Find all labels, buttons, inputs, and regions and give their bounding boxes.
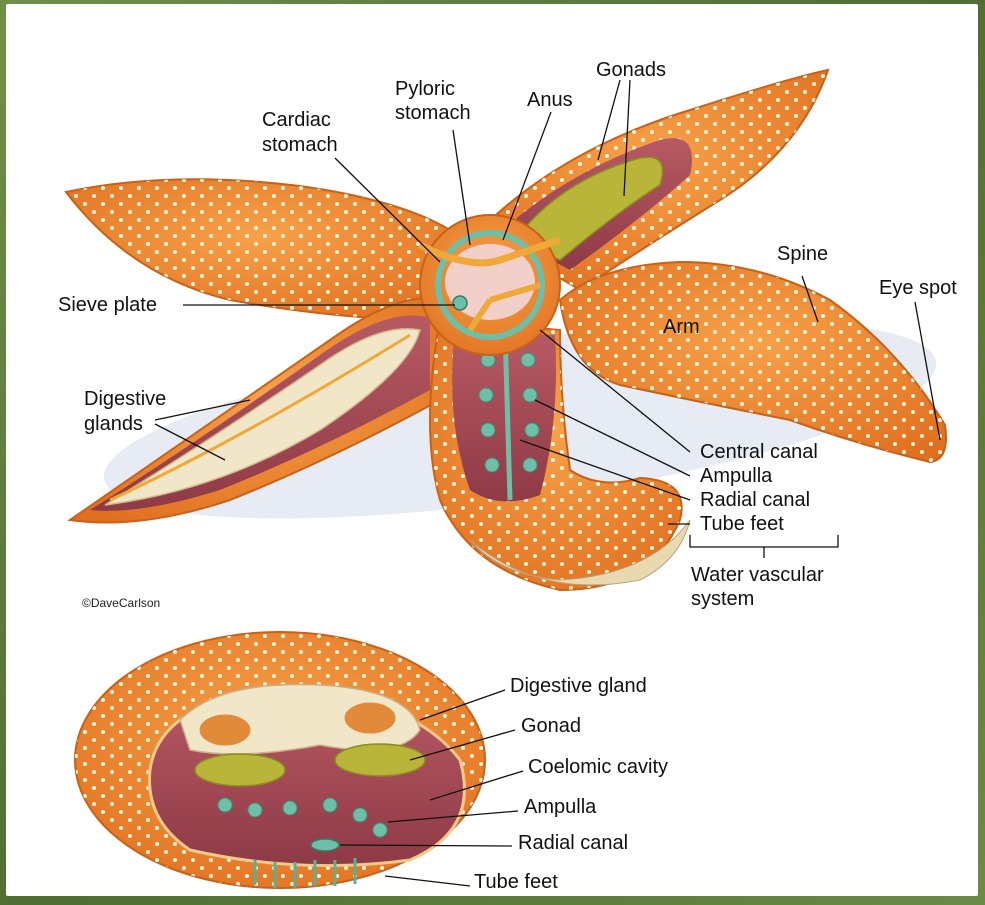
label-water-vascular-system: Water vascular system [691, 564, 829, 610]
label-digestive-glands: Digestive glands [84, 388, 172, 435]
cs-label-digestive-gland: Digestive gland [510, 675, 647, 697]
tube-feet-fringe [469, 519, 691, 586]
label-ampulla: Ampulla [700, 465, 773, 487]
label-tube-feet: Tube feet [700, 513, 784, 535]
cs-label-gonad: Gonad [521, 715, 581, 737]
sieve-plate-shape [452, 295, 468, 311]
label-gonads: Gonads [596, 59, 666, 81]
label-anus: Anus [527, 89, 573, 111]
cs-label-radial-canal: Radial canal [518, 832, 628, 854]
label-arm: Arm [663, 316, 700, 338]
digestive-glands-shape [104, 328, 421, 506]
cs-label-ampulla: Ampulla [524, 796, 597, 818]
label-cardiac-stomach: Cardiac stomach [262, 109, 338, 156]
labels: Pyloric stomach Gonads Anus Cardiac stom… [58, 59, 957, 893]
label-spine: Spine [777, 243, 828, 265]
leader-lines [154, 79, 941, 887]
gonads-shape [513, 156, 664, 261]
cs-label-tube-feet: Tube feet [474, 871, 558, 893]
cs-label-coelomic-cavity: Coelomic cavity [528, 756, 668, 778]
label-central-canal: Central canal [700, 441, 818, 463]
label-pyloric-stomach: Pyloric stomach [395, 78, 471, 124]
credit-text: ©DaveCarlson [82, 596, 160, 610]
label-eye-spot: Eye spot [879, 277, 957, 299]
label-radial-canal: Radial canal [700, 489, 810, 511]
label-sieve-plate: Sieve plate [58, 294, 157, 316]
starfish-body [64, 68, 947, 592]
cross-section [74, 631, 486, 889]
